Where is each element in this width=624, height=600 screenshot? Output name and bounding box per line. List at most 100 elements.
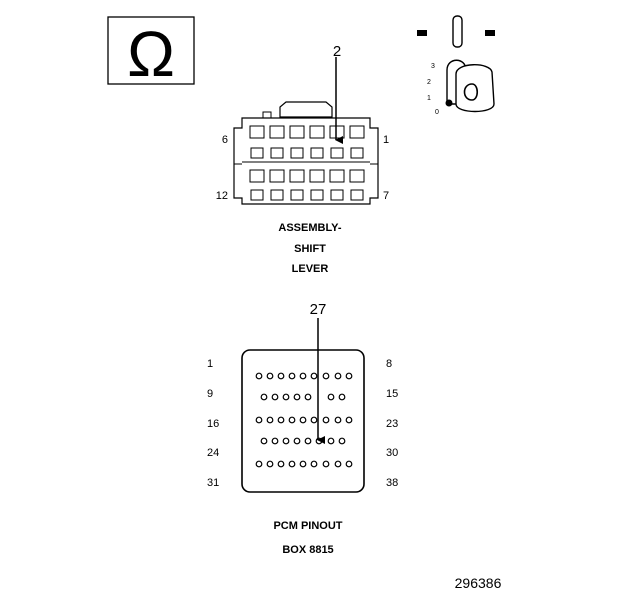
pcm-pin	[260, 437, 268, 445]
ignition-position-0: 0	[435, 109, 439, 116]
pcm-pin	[310, 416, 318, 424]
pcm-pin	[315, 437, 323, 445]
row-label-right: 15	[386, 388, 398, 400]
pcm-pin	[299, 416, 307, 424]
connector-caption-line-3: LEVER	[292, 263, 329, 275]
connector-pins	[249, 125, 365, 201]
row-label-left: 24	[207, 447, 219, 459]
pcm-pin	[293, 437, 301, 445]
figure-code: 296386	[455, 575, 502, 591]
ignition-position-2: 2	[427, 79, 431, 86]
pcm-pin	[282, 437, 290, 445]
pcm-pin	[271, 393, 279, 401]
row-label-left: 16	[207, 418, 219, 430]
pcm-connector	[241, 318, 365, 493]
pcm-pin	[345, 460, 353, 468]
pin-cavity	[249, 169, 265, 183]
pin-label-1: 1	[383, 134, 389, 146]
pcm-pin	[334, 416, 342, 424]
pcm-pin	[338, 393, 346, 401]
pcm-pin	[277, 416, 285, 424]
callout-number: 27	[310, 301, 327, 318]
ignition-position-1: 1	[427, 95, 431, 102]
pin-cavity	[250, 189, 264, 201]
pin-label-12: 12	[216, 190, 228, 202]
pcm-pin	[345, 416, 353, 424]
pin-cavity	[269, 125, 285, 139]
pin-cavity	[329, 169, 345, 183]
pcm-pin	[345, 372, 353, 380]
pin-cavity	[270, 189, 284, 201]
pin-cavity	[270, 147, 284, 159]
pcm-pin	[304, 437, 312, 445]
pcm-pin	[322, 372, 330, 380]
ignition-position-3: 3	[431, 63, 435, 70]
pin-cavity	[350, 189, 364, 201]
row-label-left: 1	[207, 358, 213, 370]
pin-cavity	[250, 147, 264, 159]
pcm-pins	[255, 372, 353, 468]
pcm-pin	[260, 393, 268, 401]
pcm-pin	[266, 416, 274, 424]
row-label-left: 31	[207, 477, 219, 489]
pin-cavity	[289, 169, 305, 183]
connector-caption-line-2: SHIFT	[294, 243, 326, 255]
pcm-pin	[338, 437, 346, 445]
pcm-pin	[327, 393, 335, 401]
pcm-pin	[288, 372, 296, 380]
pcm-pin	[299, 372, 307, 380]
ignition-key-icon: 3 2 1 0	[417, 15, 495, 116]
pin-cavity	[309, 169, 325, 183]
pin-cavity	[269, 169, 285, 183]
row-label-right: 38	[386, 477, 398, 489]
pin-cavity	[290, 147, 304, 159]
pcm-pin	[310, 460, 318, 468]
pcm-pin	[255, 460, 263, 468]
pcm-pin	[322, 460, 330, 468]
pcm-pin	[255, 372, 263, 380]
pin-label-7: 7	[383, 190, 389, 202]
row-label-right: 23	[386, 418, 398, 430]
ohm-icon: Ω	[127, 18, 175, 90]
row-label-right: 30	[386, 447, 398, 459]
pcm-pin	[310, 372, 318, 380]
pin-cavity	[310, 147, 324, 159]
row-label-left: 9	[207, 388, 213, 400]
connector-caption-line-1: ASSEMBLY-	[278, 222, 342, 234]
pcm-pin	[293, 393, 301, 401]
pcm-pin	[277, 460, 285, 468]
pcm-pin	[255, 416, 263, 424]
pcm-caption-line-1: PCM PINOUT	[273, 520, 342, 532]
pin-cavity	[330, 189, 344, 201]
pcm-pin	[288, 460, 296, 468]
pin-cavity	[289, 125, 305, 139]
pcm-pin	[282, 393, 290, 401]
pcm-pin	[266, 372, 274, 380]
pcm-pin	[334, 372, 342, 380]
pcm-pin	[277, 372, 285, 380]
pin-cavity	[249, 125, 265, 139]
pin-cavity	[310, 189, 324, 201]
ohmmeter-symbol: Ω	[107, 16, 195, 90]
callout-number: 2	[333, 43, 341, 60]
pin-cavity	[329, 125, 345, 139]
pcm-pin	[334, 460, 342, 468]
pcm-pin	[304, 393, 312, 401]
row-label-right: 8	[386, 358, 392, 370]
pcm-pin	[266, 460, 274, 468]
pin-cavity	[330, 147, 344, 159]
pcm-pin	[322, 416, 330, 424]
pin-cavity	[349, 125, 365, 139]
shift-lever-connector	[233, 57, 379, 205]
pcm-pin	[299, 460, 307, 468]
pin-label-6: 6	[222, 134, 228, 146]
pin-cavity	[290, 189, 304, 201]
pcm-pin	[271, 437, 279, 445]
pcm-pin	[327, 437, 335, 445]
pin-cavity	[350, 147, 364, 159]
pcm-caption-line-2: BOX 8815	[282, 544, 333, 556]
pcm-pin	[288, 416, 296, 424]
pin-cavity	[349, 169, 365, 183]
pin-cavity	[309, 125, 325, 139]
